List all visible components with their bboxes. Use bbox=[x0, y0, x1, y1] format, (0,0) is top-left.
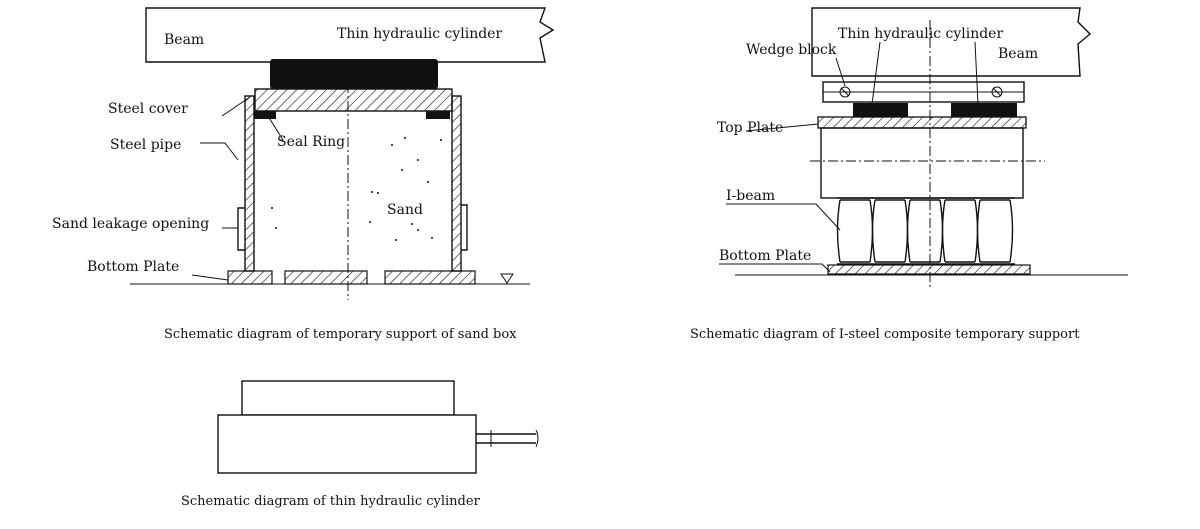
sandbox-leader-steel-pipe bbox=[200, 142, 239, 161]
sandbox-leakage-label: Sand leakage opening bbox=[52, 216, 209, 232]
isteel-body bbox=[820, 127, 1024, 199]
isteel-leader-i-beam bbox=[726, 203, 841, 231]
isteel-top-plate bbox=[817, 116, 1027, 129]
sandbox-seal-ring-label: Seal Ring bbox=[277, 134, 345, 150]
cylinder-piston bbox=[241, 380, 455, 416]
isteel-leader-wedge bbox=[835, 57, 846, 87]
sandbox-steel-pipe-label: Steel pipe bbox=[110, 137, 181, 153]
sandbox-leakage-opening-right bbox=[461, 204, 468, 251]
isteel-beam-label: Beam bbox=[998, 46, 1038, 62]
sandbox-diagram: Beam Thin hydraulic cylinder Steel cover… bbox=[52, 7, 555, 342]
isteel-top-plate-label: Top Plate bbox=[717, 120, 783, 136]
isteel-i-beams bbox=[836, 197, 1015, 265]
isteel-leader-cylinder-right bbox=[974, 41, 979, 105]
isteel-leader-cylinder-left bbox=[871, 41, 881, 105]
sandbox-steel-pipe-right bbox=[451, 95, 462, 272]
isteel-beam bbox=[811, 7, 1092, 77]
isteel-bottom-plate-label: Bottom Plate bbox=[719, 248, 811, 264]
isteel-leader-bottom-plate bbox=[719, 263, 831, 273]
sandbox-leader-bottom-plate bbox=[191, 274, 229, 281]
isteel-thin-cylinder-label: Thin hydraulic cylinder bbox=[838, 26, 1003, 42]
isteel-cylinder-left bbox=[853, 103, 908, 117]
sandbox-steel-cover-label: Steel cover bbox=[108, 101, 188, 117]
sandbox-steel-pipe-left bbox=[244, 95, 255, 272]
sandbox-seal-ring-left bbox=[254, 111, 276, 119]
sandbox-leader-seal-ring bbox=[267, 115, 284, 141]
sandbox-beam-label: Beam bbox=[164, 32, 204, 48]
isteel-cylinder-right bbox=[951, 103, 1017, 117]
cylinder-body bbox=[217, 414, 477, 474]
sandbox-sand-label: Sand bbox=[387, 202, 423, 218]
sandbox-bottom-plate-2 bbox=[284, 270, 368, 285]
sandbox-sand-dots bbox=[271, 137, 442, 241]
isteel-caption: Schematic diagram of I-steel composite t… bbox=[690, 327, 1080, 342]
isteel-diagram: Wedge block Thin hydraulic cylinder Beam… bbox=[690, 7, 1128, 342]
sandbox-caption: Schematic diagram of temporary support o… bbox=[164, 327, 517, 342]
sandbox-bottom-plate-1 bbox=[227, 270, 273, 285]
sandbox-bottom-plate-3 bbox=[384, 270, 476, 285]
sandbox-thin-cylinder bbox=[270, 59, 438, 89]
sandbox-ground-marker bbox=[500, 273, 514, 284]
sandbox-leakage-opening-left bbox=[237, 207, 245, 251]
sandbox-seal-ring-right bbox=[426, 111, 450, 119]
cylinder-diagram: Schematic diagram of thin hydraulic cyli… bbox=[181, 380, 539, 509]
isteel-bottom-plate bbox=[827, 264, 1031, 275]
cylinder-caption: Schematic diagram of thin hydraulic cyli… bbox=[181, 494, 481, 509]
sandbox-beam bbox=[145, 7, 555, 63]
isteel-wedge-block-label: Wedge block bbox=[746, 42, 837, 58]
isteel-leader-top-plate bbox=[745, 123, 819, 132]
sandbox-steel-cover bbox=[254, 88, 453, 112]
sandbox-leader-steel-cover bbox=[221, 96, 251, 117]
sandbox-thin-cylinder-label: Thin hydraulic cylinder bbox=[337, 26, 502, 42]
sandbox-bottom-plate-label: Bottom Plate bbox=[87, 259, 179, 275]
isteel-i-beam-label: I-beam bbox=[726, 188, 775, 204]
